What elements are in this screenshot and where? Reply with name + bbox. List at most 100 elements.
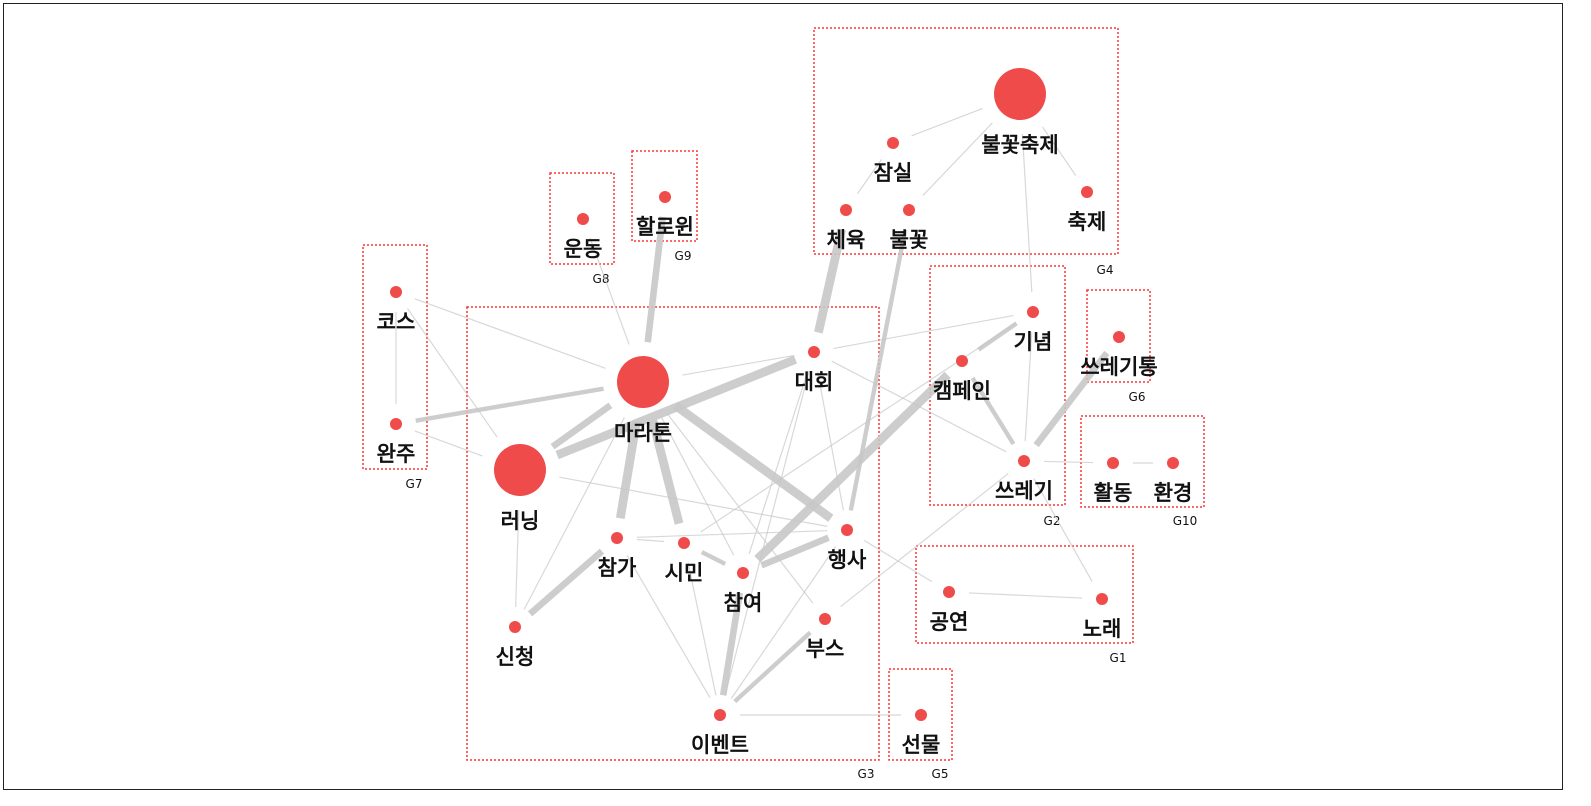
edge	[1033, 478, 1093, 582]
node-circle[interactable]	[903, 204, 915, 216]
node[interactable]: 축제	[1068, 186, 1107, 234]
edge	[636, 530, 828, 538]
edge	[748, 370, 809, 555]
edge	[672, 401, 834, 522]
node-circle[interactable]	[390, 286, 402, 298]
node-circle[interactable]	[1027, 306, 1039, 318]
node-circle[interactable]	[737, 567, 749, 579]
node-label: 코스	[377, 310, 416, 334]
edge	[661, 417, 735, 556]
group-box-G1	[915, 545, 1134, 644]
node[interactable]: 선물	[902, 709, 941, 757]
edge	[415, 386, 604, 423]
node-circle[interactable]	[841, 524, 853, 536]
node[interactable]: 마라톤	[614, 356, 672, 445]
node[interactable]: 참여	[724, 567, 763, 615]
node-circle[interactable]	[390, 418, 402, 430]
node-label: 선물	[902, 733, 941, 757]
node[interactable]: 잠실	[874, 137, 913, 185]
node-label: 참가	[598, 556, 637, 580]
group-label: G10	[1173, 514, 1198, 528]
node[interactable]: 참가	[598, 532, 637, 580]
node-label: 축제	[1068, 210, 1107, 234]
node[interactable]: 대회	[795, 346, 834, 394]
edge	[1024, 331, 1033, 442]
node[interactable]: 러닝	[494, 444, 546, 533]
node-circle[interactable]	[1096, 593, 1108, 605]
node-circle[interactable]	[659, 191, 671, 203]
node-circle[interactable]	[611, 532, 623, 544]
node[interactable]: 행사	[828, 524, 867, 572]
node[interactable]: 체육	[827, 204, 866, 252]
node[interactable]: 불꽃	[890, 204, 929, 252]
edge	[414, 298, 606, 369]
node-circle[interactable]	[943, 586, 955, 598]
node-circle[interactable]	[956, 355, 968, 367]
node[interactable]: 부스	[806, 613, 845, 661]
node-circle[interactable]	[915, 709, 927, 721]
group-label: G5	[932, 767, 949, 781]
node-circle[interactable]	[1018, 455, 1030, 467]
node-label: 캠페인	[933, 379, 991, 403]
edge	[1042, 126, 1077, 176]
node-label: 잠실	[874, 161, 913, 185]
group-label: G7	[406, 477, 423, 491]
edge	[1021, 133, 1033, 293]
edge	[922, 122, 993, 196]
node[interactable]: 이벤트	[691, 709, 749, 757]
node-label: 대회	[795, 370, 834, 394]
node-circle[interactable]	[1107, 457, 1119, 469]
node[interactable]: 코스	[377, 286, 416, 334]
edge	[911, 107, 983, 137]
edge	[559, 476, 828, 527]
node[interactable]: 기념	[1014, 306, 1053, 354]
edge	[648, 419, 684, 525]
node-circle[interactable]	[617, 356, 669, 408]
node-label: 참여	[724, 591, 763, 615]
node[interactable]: 완주	[377, 418, 416, 466]
node-label: 불꽃	[890, 228, 929, 252]
node[interactable]: 공연	[930, 586, 969, 634]
edge	[754, 371, 951, 563]
node-circle[interactable]	[887, 137, 899, 149]
node-circle[interactable]	[994, 68, 1046, 120]
edge	[550, 402, 613, 450]
node[interactable]: 쓰레기	[995, 455, 1053, 503]
node-circle[interactable]	[1113, 331, 1125, 343]
node-circle[interactable]	[819, 613, 831, 625]
edge	[682, 354, 795, 376]
node[interactable]: 환경	[1154, 457, 1193, 505]
node[interactable]: 할로윈	[636, 191, 694, 239]
node-circle[interactable]	[577, 213, 589, 225]
edge	[615, 420, 641, 519]
node[interactable]: 신청	[496, 621, 535, 669]
group-box-G8	[549, 172, 615, 265]
group-box-G2	[929, 265, 1066, 506]
edge	[666, 413, 814, 604]
edge	[687, 562, 717, 696]
node[interactable]: 시민	[665, 537, 704, 585]
node-circle[interactable]	[808, 346, 820, 358]
node-label: 시민	[665, 561, 704, 585]
group-label: G4	[1097, 263, 1114, 277]
node-label: 완주	[377, 442, 416, 466]
node[interactable]: 불꽃축제	[981, 68, 1059, 157]
node-circle[interactable]	[509, 621, 521, 633]
node-label: 운동	[564, 237, 603, 261]
edge	[523, 417, 626, 610]
node[interactable]: 쓰레기통	[1080, 331, 1158, 379]
node[interactable]: 활동	[1094, 457, 1133, 505]
node-circle[interactable]	[678, 537, 690, 549]
node[interactable]: 노래	[1083, 593, 1122, 641]
node-circle[interactable]	[1081, 186, 1093, 198]
edge	[1033, 350, 1110, 448]
node-label: 체육	[827, 228, 866, 252]
node-circle[interactable]	[1167, 457, 1179, 469]
node-circle[interactable]	[494, 444, 546, 496]
node[interactable]: 운동	[564, 213, 603, 261]
edge	[970, 376, 1016, 446]
node-label: 이벤트	[691, 733, 749, 757]
node[interactable]: 캠페인	[933, 355, 991, 403]
node-circle[interactable]	[840, 204, 852, 216]
node-circle[interactable]	[714, 709, 726, 721]
